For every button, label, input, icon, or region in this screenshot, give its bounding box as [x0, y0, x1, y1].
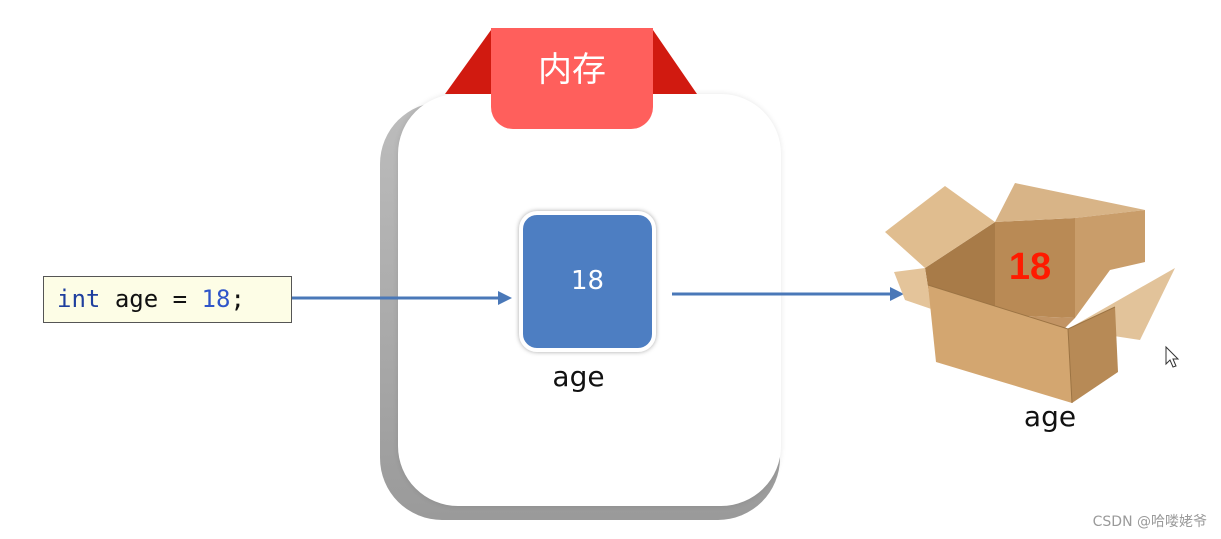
code-value: 18 [201, 285, 231, 313]
code-declaration: int age = 18; [43, 276, 292, 323]
variable-cell-label: age [552, 360, 605, 393]
code-operator: = [172, 285, 188, 313]
code-variable-name: age [114, 285, 159, 313]
box-label: age [1023, 400, 1077, 433]
variable-cell: 18 [519, 211, 656, 352]
code-keyword: int [57, 285, 101, 313]
watermark: CSDN @哈喽姥爷 [1092, 514, 1207, 530]
code-terminator: ; [230, 285, 245, 313]
arrow-head-2 [890, 287, 904, 301]
box-value: 18 [1008, 246, 1052, 288]
arrow-head-1 [498, 291, 512, 305]
memory-title: 内存 [491, 28, 653, 129]
